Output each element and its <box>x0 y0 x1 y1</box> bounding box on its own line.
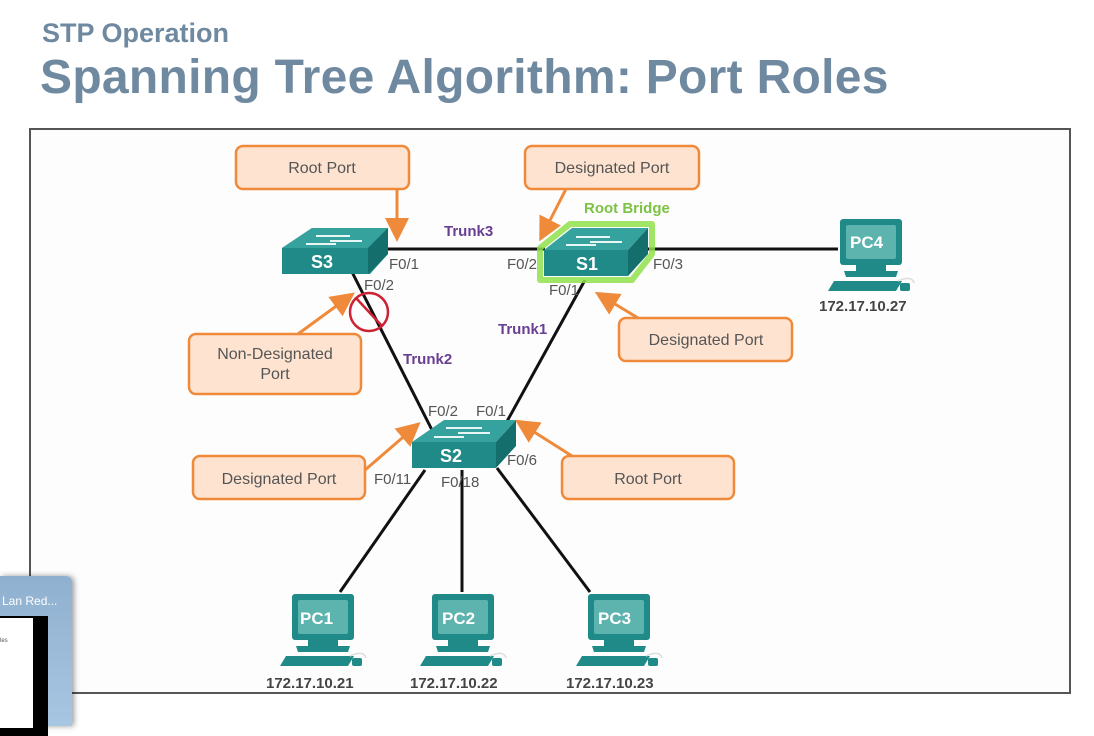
switch-s1-label: S1 <box>576 254 598 274</box>
callout-s1-designated-port-f01: Designated Port <box>594 291 794 363</box>
port-label-s2-f06: F0/6 <box>507 452 537 469</box>
port-label-s2-f011: F0/11 <box>374 471 411 488</box>
pc4[interactable]: PC4 172.17.10.27 <box>819 218 915 315</box>
trunk1-label: Trunk1 <box>498 321 547 338</box>
switch-arrows-icon <box>434 427 490 438</box>
pc2[interactable]: PC2 172.17.10.22 <box>410 593 507 692</box>
svg-text:Designated Port: Designated Port <box>555 160 670 177</box>
port-label-s1-f03: F0/3 <box>653 256 683 273</box>
switch-s3-label: S3 <box>311 252 333 272</box>
blocked-port-icon <box>348 291 390 333</box>
svg-text:Designated Port: Designated Port <box>649 332 764 349</box>
port-label-s2-f01: F0/1 <box>476 403 506 420</box>
root-bridge-label: Root Bridge <box>584 200 670 217</box>
callout-s3-root-port: Root Port <box>234 144 411 242</box>
thumbnail-title: Lan Red... <box>2 594 58 608</box>
switch-s2-label: S2 <box>440 446 462 466</box>
arrow-icon <box>514 419 573 458</box>
pc1-ip: 172.17.10.21 <box>266 675 354 692</box>
s2-pc3-link <box>495 467 592 593</box>
pc2-ip: 172.17.10.22 <box>410 675 498 692</box>
port-label-s2-f02: F0/2 <box>428 403 458 420</box>
arrow-icon <box>297 292 355 336</box>
port-label-s3-f02: F0/2 <box>364 277 394 294</box>
switch-arrows-icon <box>306 235 362 245</box>
callout-s2-root-port: Root Port <box>514 419 736 501</box>
svg-text:Designated Port: Designated Port <box>222 471 337 488</box>
switch-s2[interactable]: S2 <box>412 420 516 468</box>
arrow-icon <box>594 291 639 320</box>
slide-subtitle: STP Operation <box>42 18 230 48</box>
pc1[interactable]: PC1 172.17.10.21 <box>266 593 367 692</box>
switch-s1[interactable]: S1 <box>537 221 655 283</box>
pc1-label: PC1 <box>300 609 333 628</box>
svg-text:Non-Designated: Non-Designated <box>217 346 333 363</box>
thumbnail-page: les <box>0 618 33 728</box>
arrow-icon <box>539 188 568 242</box>
pc4-ip: 172.17.10.27 <box>819 298 907 315</box>
port-label-s3-f01: F0/1 <box>389 256 419 273</box>
svg-text:Root Port: Root Port <box>614 471 682 488</box>
callout-s1-designated-port-f02: Designated Port <box>523 144 701 242</box>
switch-arrows-icon <box>566 236 622 246</box>
trunk1-link <box>503 279 587 426</box>
svg-text:Port: Port <box>260 366 290 383</box>
pc3-label: PC3 <box>598 609 631 628</box>
pc3-ip: 172.17.10.23 <box>566 675 654 692</box>
callout-s3-non-designated-port: Non-Designated Port <box>187 292 363 396</box>
switch-s3[interactable]: S3 <box>282 228 388 274</box>
taskbar-window-thumbnail[interactable]: Lan Red... les <box>0 576 72 736</box>
svg-text:Root Port: Root Port <box>288 160 356 177</box>
port-label-s1-f02: F0/2 <box>507 256 537 273</box>
pc3[interactable]: PC3 172.17.10.23 <box>566 593 663 692</box>
trunk3-label: Trunk3 <box>444 223 493 240</box>
network-diagram: S3 S1 Root Bridge S2 PC4 172.17.10.27 PC… <box>187 144 915 692</box>
callout-s2-designated-port: Designated Port <box>191 422 421 501</box>
arrow-icon <box>364 422 421 472</box>
thumbnail-preview-text: les <box>0 638 8 644</box>
pc4-label: PC4 <box>850 233 884 252</box>
s2-pc1-link <box>338 469 427 593</box>
trunk2-link <box>350 271 434 431</box>
slide-title: Spanning Tree Algorithm: Port Roles <box>40 51 889 104</box>
pc2-label: PC2 <box>442 609 475 628</box>
port-label-s1-f01: F0/1 <box>549 282 579 299</box>
port-label-s2-f018: F0/18 <box>441 474 479 491</box>
trunk2-label: Trunk2 <box>403 351 452 368</box>
